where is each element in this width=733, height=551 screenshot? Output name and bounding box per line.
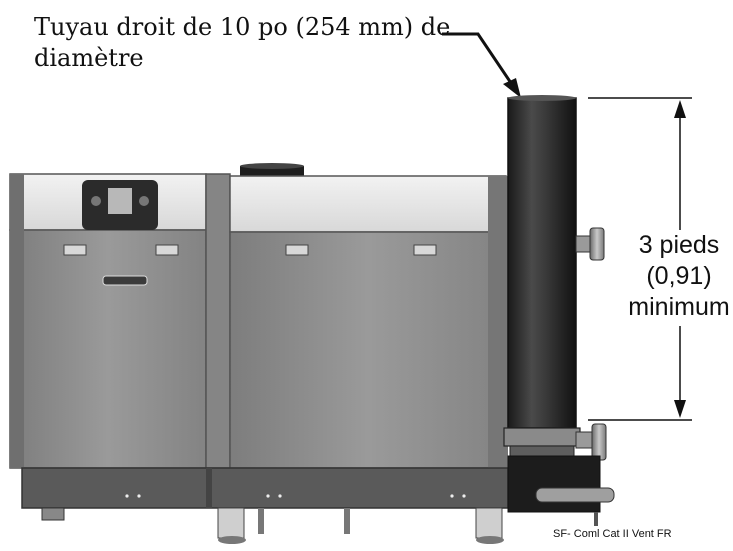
dimension-label: 3 pieds (0,91) minimum [626,230,732,323]
top-exhaust-collar [240,163,304,177]
dimension-line [588,97,692,421]
dimension-label-line-1: 3 pieds [638,231,720,259]
panel-handle [155,244,179,256]
boiler-left-module [9,173,207,469]
dimension-arrow-up [674,100,686,118]
upper-flange [575,227,605,261]
lower-flange [575,423,607,461]
panel-handle [413,244,437,256]
panel-handle [63,244,87,256]
figure-caption: SF- Coml Cat II Vent FR [553,528,672,540]
callout-leader-arrow [442,32,521,98]
dimension-arrow-down [674,400,686,418]
dimension-label-line-3: minimum [628,293,730,321]
dimension-label-line-2: (0,91) [646,262,712,290]
callout-line-1: Tuyau droit de 10 po (254 mm) de [34,13,451,41]
boiler-base [21,467,509,544]
brand-badge [102,275,148,286]
boiler-right-module [205,173,508,469]
vent-pipe [503,95,615,526]
pipe-callout-text: Tuyau droit de 10 po (254 mm) de diamètr… [34,12,474,74]
callout-line-2: diamètre [34,44,144,72]
panel-handle [285,244,309,256]
control-display-panel [82,180,158,230]
